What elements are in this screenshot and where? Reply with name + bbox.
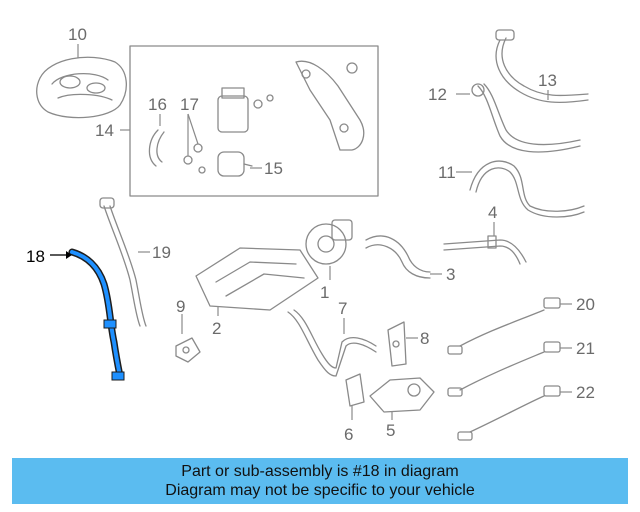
callout-13[interactable]: 13	[538, 71, 557, 90]
part-9-bracket[interactable]	[175, 337, 201, 363]
part-10-engine-cover[interactable]	[36, 56, 127, 119]
sub-assembly-box	[129, 45, 379, 197]
info-banner: Part or sub-assembly is #18 in diagram D…	[12, 458, 628, 504]
part-22-sensor[interactable]	[457, 385, 561, 441]
banner-line-2: Diagram may not be specific to your vehi…	[165, 482, 475, 499]
part-18-hose-highlighted[interactable]	[68, 248, 125, 381]
part-valve-assembly[interactable]	[217, 87, 274, 133]
callout-17[interactable]: 17	[180, 95, 199, 114]
part-21-sensor[interactable]	[447, 341, 561, 397]
callout-15[interactable]: 15	[264, 159, 283, 178]
part-5-housing[interactable]	[369, 377, 435, 413]
callout-7[interactable]: 7	[338, 299, 347, 318]
callout-19[interactable]: 19	[152, 243, 171, 262]
callout-12[interactable]: 12	[428, 85, 447, 104]
part-11-hose[interactable]	[469, 160, 585, 218]
callout-2[interactable]: 2	[212, 319, 221, 338]
part-bracket[interactable]	[295, 60, 365, 151]
callout-8[interactable]: 8	[420, 329, 429, 348]
part-3-hose[interactable]	[365, 235, 431, 279]
part-17-clamps[interactable]	[183, 143, 206, 174]
callout-1[interactable]: 1	[320, 283, 329, 302]
part-8-bracket[interactable]	[387, 321, 407, 367]
part-12-hose[interactable]	[471, 83, 581, 153]
callout-6[interactable]: 6	[344, 425, 353, 444]
callout-9[interactable]: 9	[176, 297, 185, 316]
callout-21[interactable]: 21	[576, 339, 595, 358]
callout-5[interactable]: 5	[386, 421, 395, 440]
parts-diagram: 10 14 16 17 15 13	[26, 25, 595, 444]
part-6-bracket[interactable]	[345, 373, 365, 407]
part-16-hose[interactable]	[148, 129, 165, 167]
part-20-sensor[interactable]	[447, 297, 561, 355]
callout-4[interactable]: 4	[488, 203, 497, 222]
callout-20[interactable]: 20	[576, 295, 595, 314]
callout-18[interactable]: 18	[26, 247, 45, 266]
part-7-pipe[interactable]	[287, 309, 377, 377]
banner-line-1: Part or sub-assembly is #18 in diagram	[181, 463, 459, 480]
part-1-pump[interactable]	[305, 219, 353, 265]
part-2-manifold[interactable]	[195, 247, 319, 311]
callout-3[interactable]: 3	[446, 265, 455, 284]
callout-11[interactable]: 11	[438, 163, 456, 182]
part-4-hose[interactable]	[443, 235, 527, 265]
callout-10[interactable]: 10	[68, 25, 87, 44]
callout-16[interactable]: 16	[148, 95, 167, 114]
part-19-tube[interactable]	[99, 197, 147, 327]
part-13-hose[interactable]	[495, 29, 589, 104]
part-15-canister[interactable]	[217, 151, 253, 177]
callout-22[interactable]: 22	[576, 383, 595, 402]
callout-14[interactable]: 14	[95, 121, 114, 140]
